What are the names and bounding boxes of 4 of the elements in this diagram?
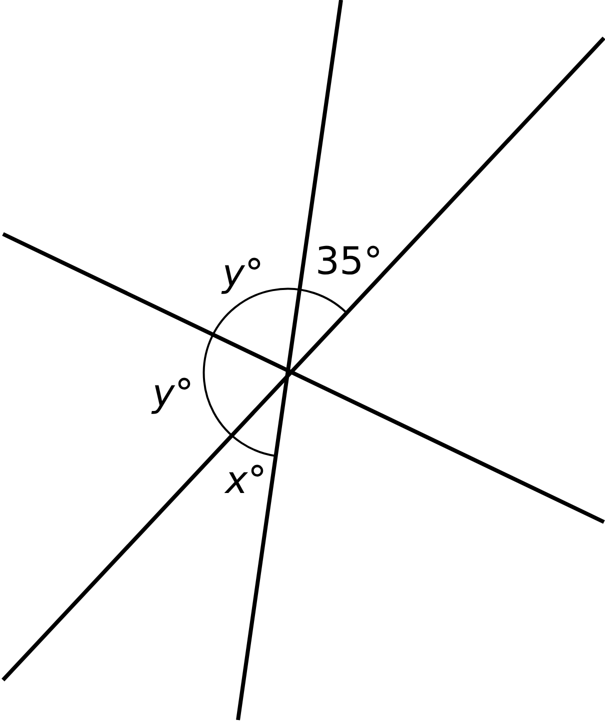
angle-label: x°: [225, 461, 267, 499]
angle-label: y°: [152, 374, 194, 412]
angle-label: 35°: [315, 242, 383, 280]
angle-label: y°: [222, 254, 264, 292]
